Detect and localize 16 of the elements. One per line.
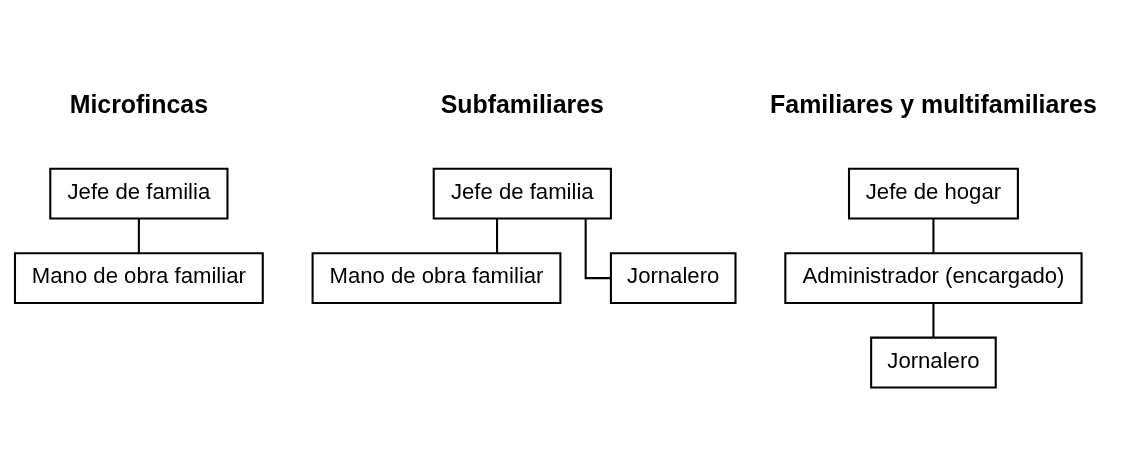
- connector: [932, 218, 935, 253]
- connector: [584, 218, 611, 279]
- node-box: Jefe de hogar: [847, 167, 1019, 220]
- connector: [137, 218, 140, 253]
- label: Microfincas: [69, 89, 209, 118]
- node-box: Jornalero: [609, 251, 737, 304]
- connector: [496, 218, 499, 253]
- connector: [932, 302, 935, 337]
- node-box: Administrador (encargado): [784, 251, 1083, 304]
- node-box: Jefe de familia: [432, 167, 612, 220]
- node-box: Mano de obra familiar: [311, 251, 562, 304]
- label: Familiares y multifamiliares: [770, 89, 1097, 118]
- node-box: Mano de obra familiar: [13, 251, 264, 304]
- label: Subfamiliares: [440, 89, 604, 118]
- node-box: Jefe de familia: [49, 167, 229, 220]
- node-box: Jornalero: [870, 336, 997, 388]
